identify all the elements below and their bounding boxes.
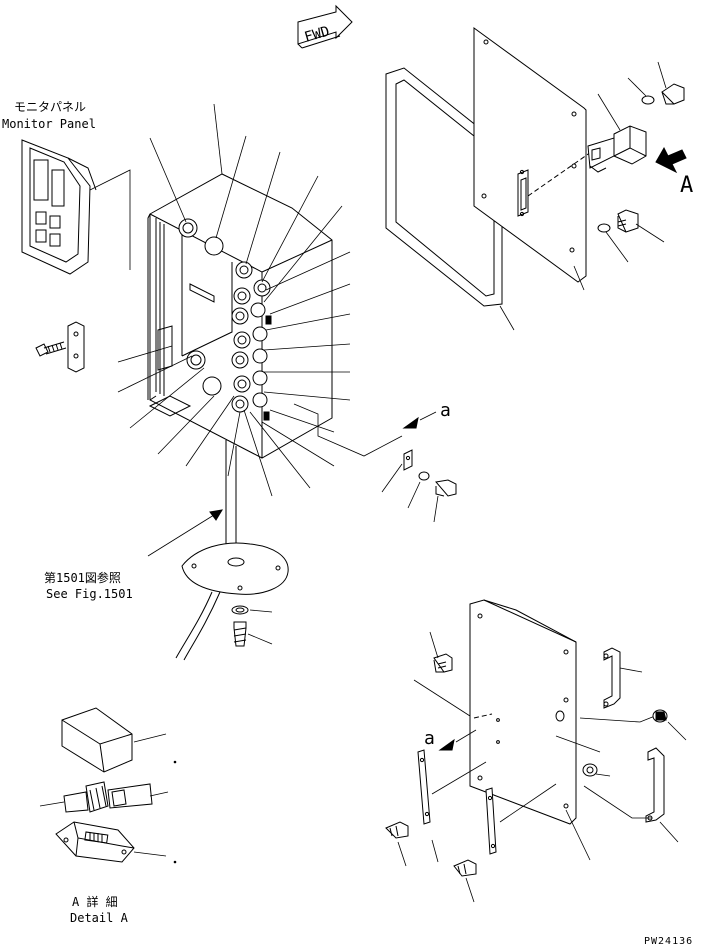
monitor-panel-label-jp: モニタパネル [14,100,86,114]
top-right-bolts [597,61,685,263]
fig-ref-label-en: See Fig.1501 [46,587,133,601]
callout-a-bottom [438,729,477,751]
detail-a-connector [39,781,169,813]
gasket-frame [385,67,503,307]
callout-a-top [293,403,457,523]
view-a-arrow [655,146,687,174]
detail-a-socket [55,821,167,863]
monitor-panel [21,139,97,275]
fwd-label: FWD [303,23,332,45]
switch-array [186,261,272,421]
cover-plate [473,27,587,283]
monitor-panel-label-en: Monitor Panel [2,117,96,131]
bottom-right-hardware [385,631,687,903]
base-plate [147,509,289,661]
relay-component [587,125,647,173]
cabinet-leaders [117,103,351,497]
callout-a-top-label: a [440,400,451,421]
detail-a-label-en: Detail A [70,911,129,925]
view-a-label: A [680,173,693,198]
fig-ref-label-jp: 第1501図参照 [44,570,121,585]
detail-a-relay-box [61,707,167,773]
fwd-arrow: FWD [297,4,353,49]
left-bolt-bracket [35,321,85,373]
drawing-code: PW24136 [644,936,693,947]
callout-a-bottom-label: a [424,728,435,749]
detail-a-label-jp: A 詳 細 [72,894,118,909]
